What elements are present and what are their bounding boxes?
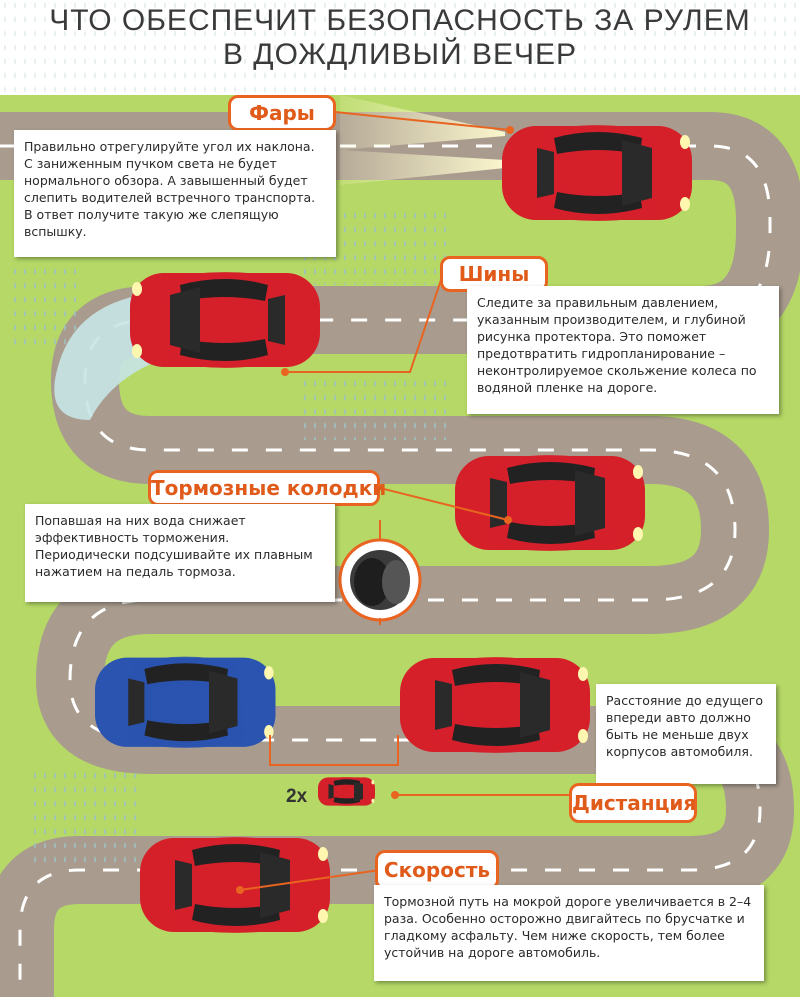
tires-info: Следите за правильным давлением, указанн… [467,286,779,414]
page-title: ЧТО ОБЕСПЕЧИТ БЕЗОПАСНОСТЬ ЗА РУЛЕМ В ДО… [0,4,800,72]
speed-info: Тормозной путь на мокрой дороге увеличив… [374,885,764,981]
brakes-label: Тормозные колодки [148,470,386,506]
page-title-line1: ЧТО ОБЕСПЕЧИТ БЕЗОПАСНОСТЬ ЗА РУЛЕМ [49,4,751,37]
car-small-red [318,777,375,806]
speed-label: Скорость [375,850,499,890]
distance-info: Расстояние до едущего впереди авто должн… [596,684,776,784]
distance-label: Дистанция [569,783,697,823]
car-blue [95,656,276,748]
page-title-line2: В ДОЖДЛИВЫЙ ВЕЧЕР [222,38,578,71]
distance-multiplier: 2x [286,786,308,807]
car-tires-red [130,272,320,368]
car-top-red [502,125,692,221]
car-speed-red [140,837,330,933]
car-distance-red [400,657,590,753]
headlights-info: Правильно отрегулируйте угол их наклона.… [14,130,336,257]
brakes-info: Попавшая на них вода снижает эффективнос… [25,504,335,602]
car-brakes-red [455,455,645,551]
headlights-label: Фары [228,95,336,131]
